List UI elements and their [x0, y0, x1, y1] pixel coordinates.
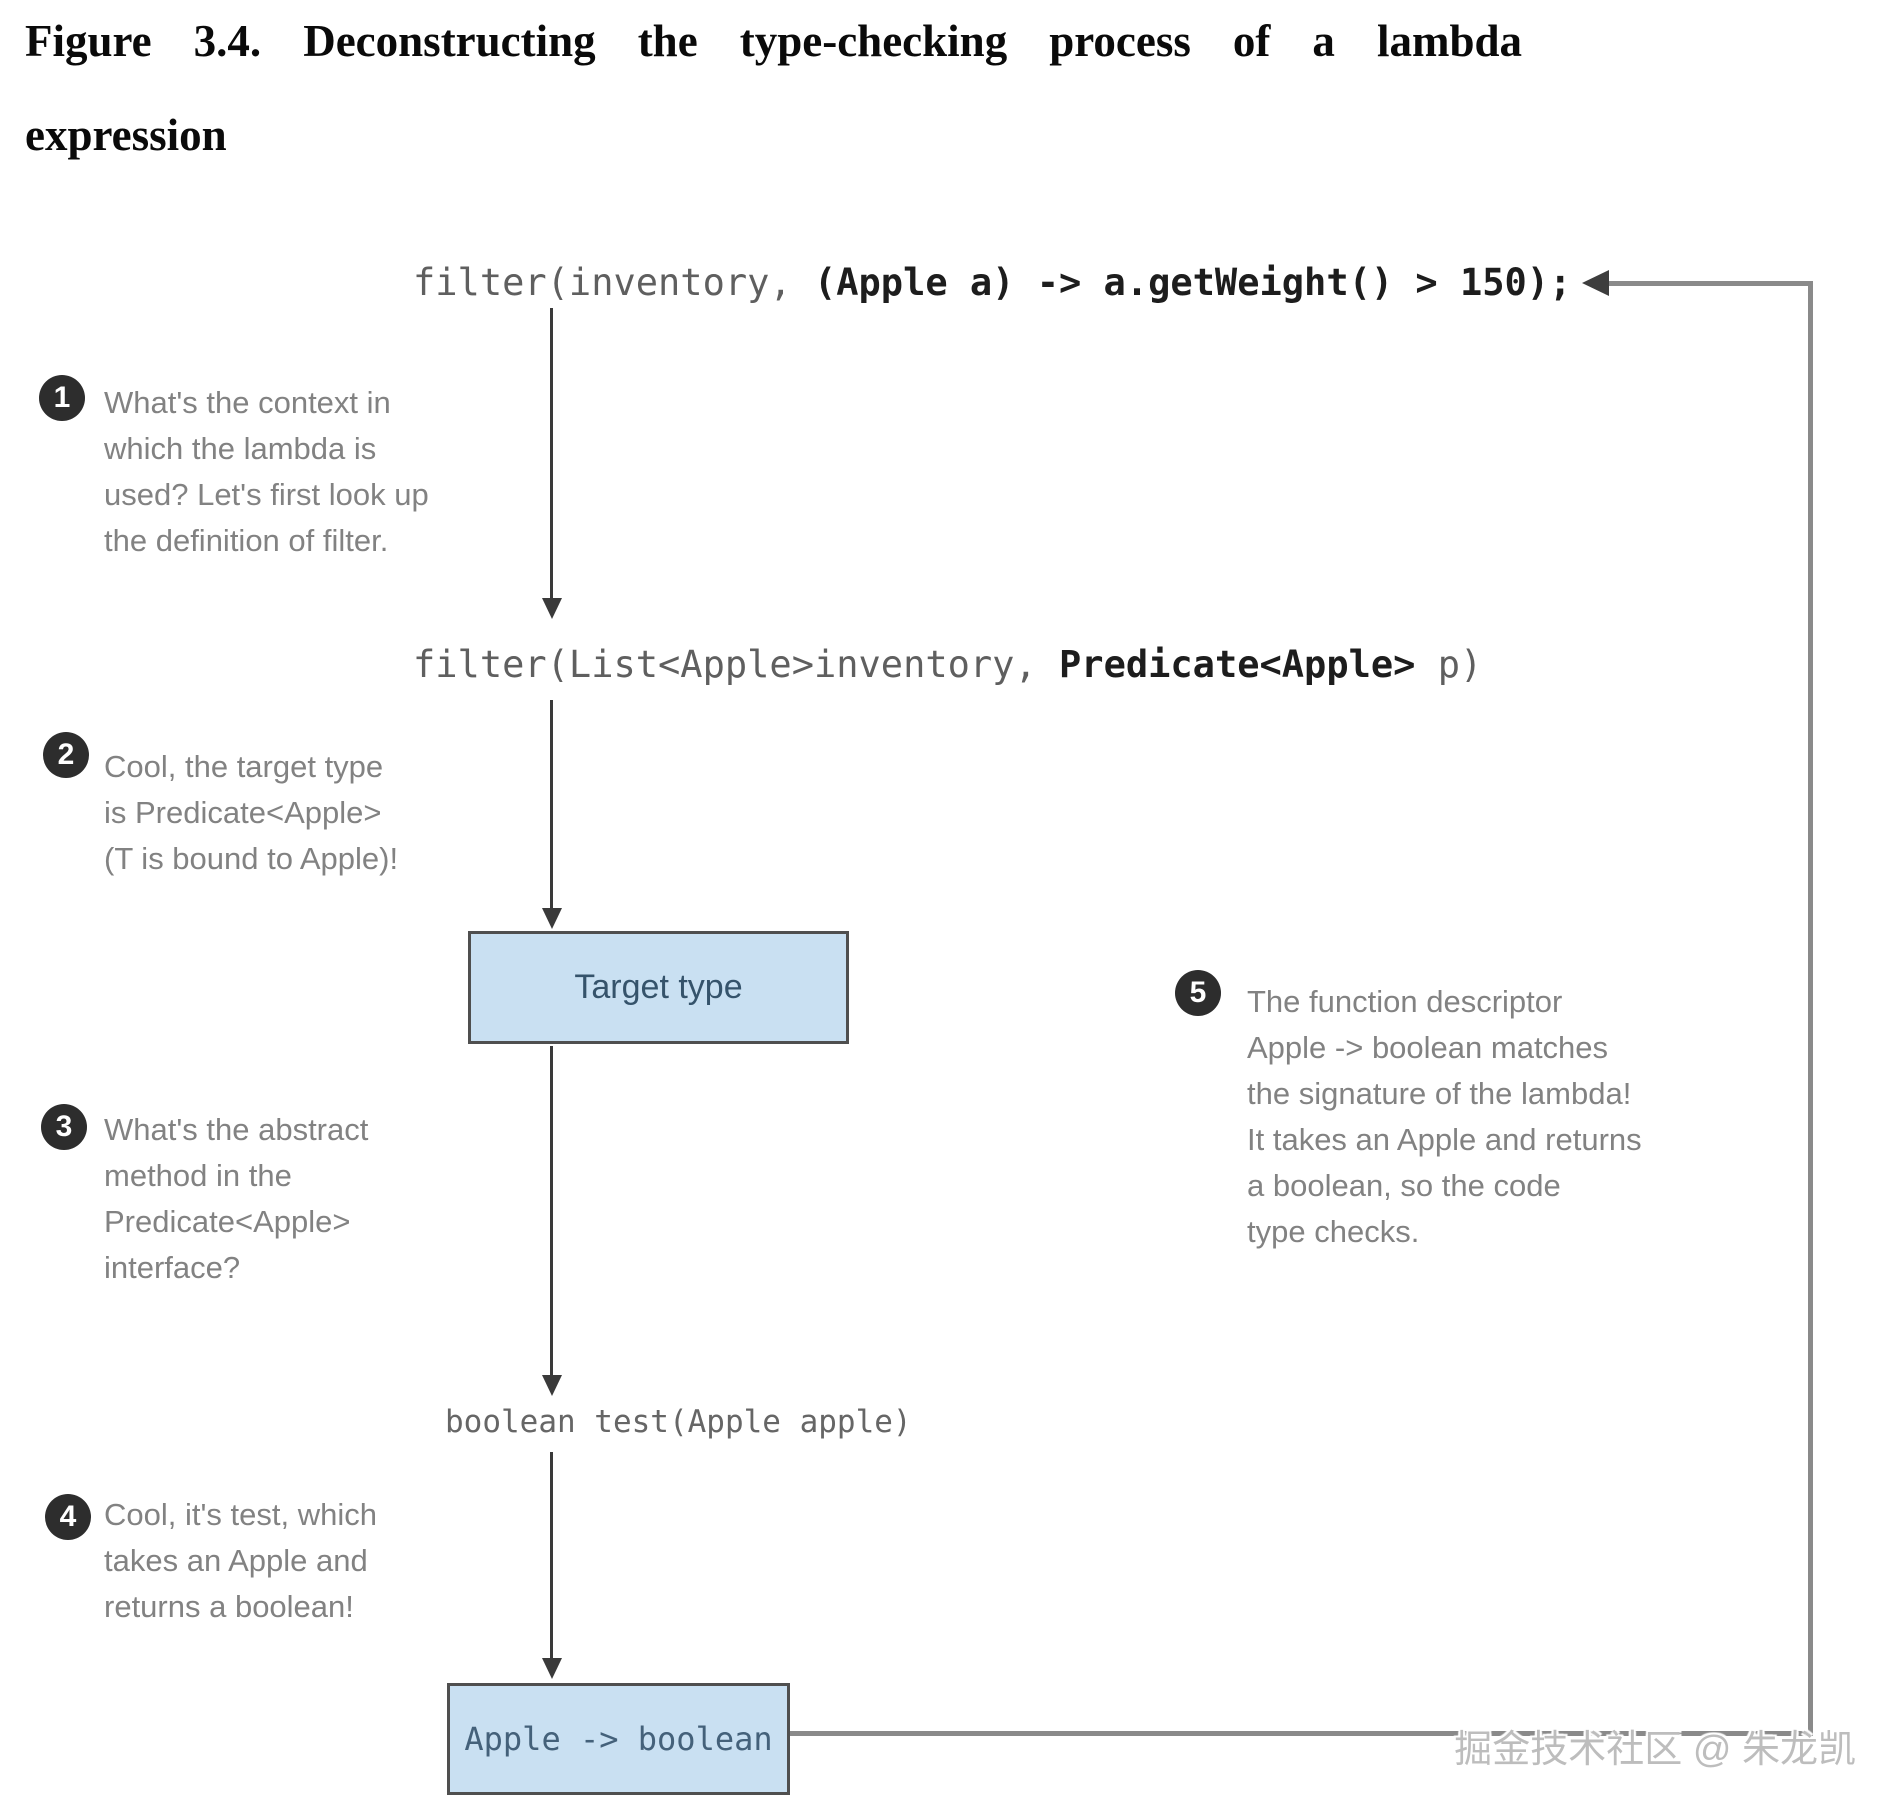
- function-descriptor-box: Apple -> boolean: [447, 1683, 790, 1795]
- flow-arrow-4-line: [550, 1452, 553, 1660]
- code-filter-signature-plain2: p): [1415, 643, 1483, 686]
- flow-arrow-1-arrowhead-icon: [542, 598, 562, 619]
- step-badge-1: 1: [39, 375, 85, 421]
- code-filter-signature-bold: Predicate<Apple>: [1059, 643, 1416, 686]
- step-text-2: Cool, the target type is Predicate<Apple…: [104, 749, 399, 876]
- target-type-box: Target type: [468, 931, 849, 1044]
- flow-arrow-4-arrowhead-icon: [542, 1658, 562, 1679]
- loop-line-right: [1808, 281, 1813, 1736]
- flow-arrow-2-arrowhead-icon: [542, 908, 562, 929]
- flow-arrow-3-line: [550, 1046, 553, 1377]
- loop-line-top: [1608, 281, 1813, 286]
- function-descriptor-box-label: Apple -> boolean: [464, 1720, 773, 1758]
- flow-arrow-2-line: [550, 700, 553, 910]
- target-type-box-label: Target type: [574, 968, 743, 1006]
- step-badge-4: 4: [45, 1494, 91, 1540]
- step-text-3: What's the abstract method in the Predic…: [104, 1112, 369, 1285]
- step-badge-5: 5: [1175, 970, 1221, 1016]
- code-filter-signature-plain: filter(List<Apple>inventory,: [413, 643, 1060, 686]
- figure-title-line1: Figure 3.4. Deconstructing the type-chec…: [25, 16, 1522, 66]
- code-lambda-call: filter(inventory, (Apple a) -> a.getWeig…: [413, 262, 1571, 304]
- step-badge-3: 3: [41, 1104, 87, 1150]
- loop-arrowhead-left-icon: [1582, 270, 1609, 296]
- code-lambda-call-bold: (Apple a) -> a.getWeight() > 150);: [813, 261, 1572, 304]
- flow-arrow-1-line: [550, 308, 553, 600]
- watermark: 掘金技术社区 @ 朱龙凯: [1454, 1729, 1856, 1771]
- figure-title-line2: expression: [25, 110, 227, 160]
- code-abstract-method: boolean test(Apple apple): [445, 1404, 912, 1440]
- figure-title: Figure 3.4. Deconstructing the type-chec…: [25, 0, 1522, 182]
- step-text-1: What's the context in which the lambda i…: [104, 385, 429, 558]
- flow-arrow-3-arrowhead-icon: [542, 1375, 562, 1396]
- code-lambda-call-plain: filter(inventory,: [413, 261, 814, 304]
- code-filter-signature: filter(List<Apple>inventory, Predicate<A…: [413, 644, 1482, 686]
- step-badge-2: 2: [43, 732, 89, 778]
- step-text-5: The function descriptor Apple -> boolean…: [1247, 984, 1642, 1249]
- loop-line-bottom: [788, 1731, 1813, 1736]
- step-text-4: Cool, it's test, which takes an Apple an…: [104, 1497, 377, 1624]
